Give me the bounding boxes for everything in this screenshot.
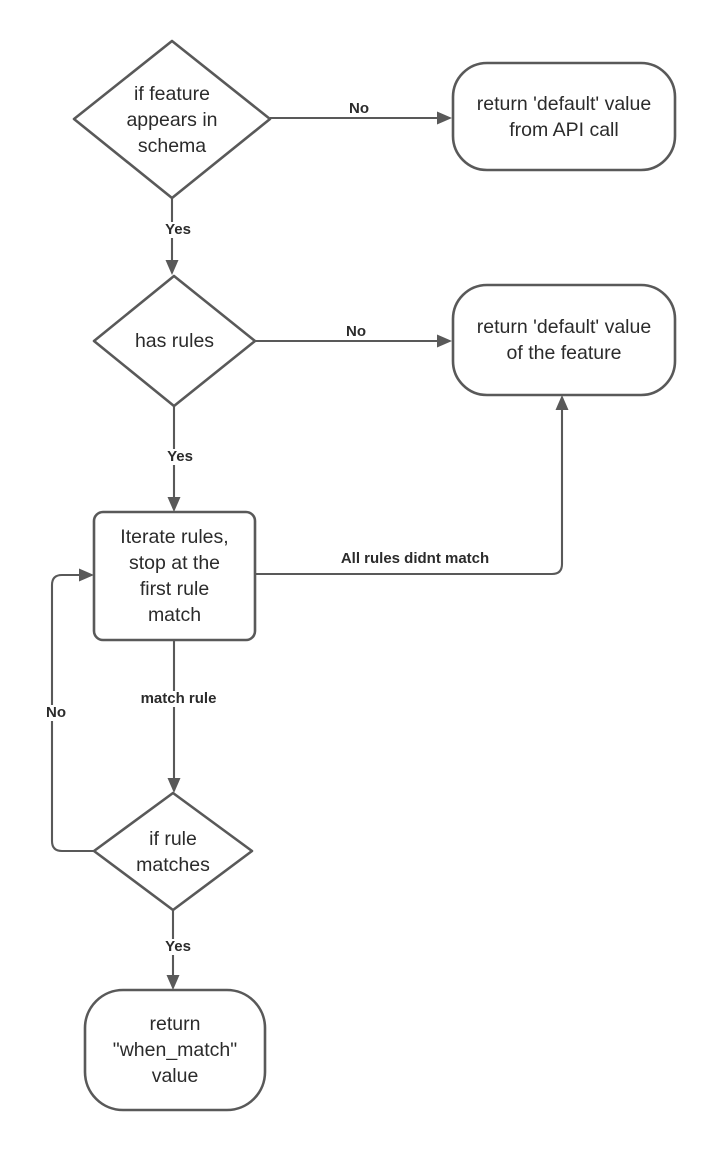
edge-label-no-has-rules: No — [334, 324, 378, 340]
arrow-head-icon — [437, 334, 452, 348]
arrow-head-icon — [167, 497, 181, 512]
node-return-default-of-the-feature[interactable] — [451, 283, 677, 397]
arrow-head-icon — [79, 568, 94, 582]
arrow-head-icon — [437, 111, 452, 125]
node-return-default-from-api-call[interactable] — [451, 61, 677, 172]
arrow-head-icon — [166, 975, 180, 990]
edge-no-schema — [270, 111, 452, 125]
edge-label-yes-rule-matches: Yes — [153, 939, 203, 955]
arrow-head-icon — [555, 395, 569, 410]
node-return-when-match-value[interactable] — [83, 988, 267, 1112]
edge-label-match-rule: match rule — [122, 691, 235, 707]
edge-label-yes-has-rules: Yes — [155, 449, 205, 465]
edge-no-has-rules — [255, 334, 452, 348]
arrow-head-icon — [165, 260, 179, 275]
edge-label-no-schema: No — [337, 101, 381, 117]
node-if-feature-appears-in-schema[interactable] — [72, 39, 272, 200]
edge-all-rules-didnt-match — [255, 395, 569, 576]
node-iterate-rules[interactable] — [92, 510, 257, 642]
node-has-rules[interactable] — [92, 274, 257, 408]
edge-label-yes-schema: Yes — [153, 222, 203, 238]
edge-label-all-rules-didnt-match: All rules didnt match — [318, 551, 512, 567]
edge-label-no-rule-matches: No — [34, 705, 78, 721]
arrow-head-icon — [167, 778, 181, 793]
edge-line — [255, 408, 564, 576]
edge-match-rule — [167, 640, 181, 793]
node-if-rule-matches[interactable] — [92, 791, 254, 912]
